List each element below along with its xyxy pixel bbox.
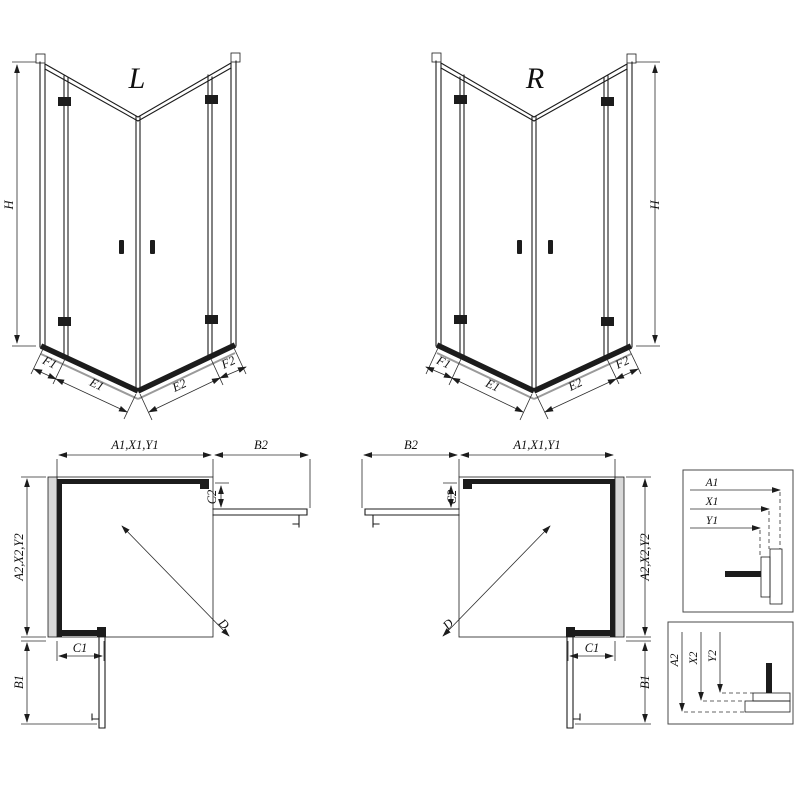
detail-vertical-dims: A2 X2 Y2 bbox=[667, 621, 794, 725]
detail-a2-label: A2 bbox=[669, 653, 681, 667]
wall-profile-inner-section-bottom bbox=[752, 692, 791, 702]
view-3d-left: L H F1 E1 E2 F2 bbox=[2, 53, 246, 420]
plan-left-a1-label: A1,X1,Y1 bbox=[110, 438, 158, 452]
wall-profile-outer-section bbox=[769, 548, 783, 605]
detail-a1-label: A1 bbox=[705, 477, 719, 489]
plan-right-a1-label: A1,X1,Y1 bbox=[512, 438, 560, 452]
plan-left-geometry bbox=[21, 455, 310, 728]
detail-bottom-frame bbox=[667, 621, 794, 725]
plan-left-c2-label: C2 bbox=[205, 490, 219, 505]
plan-left-a2-label: A2,X2,Y2 bbox=[12, 533, 26, 581]
dim-f1-label-right: F2 bbox=[612, 353, 632, 372]
view-3d-right: R H F2 E2 E1 F1 bbox=[426, 53, 662, 420]
plan-left-d-label: D bbox=[215, 615, 232, 632]
dim-h-label-left: H bbox=[2, 200, 16, 211]
dim-f2-label-left: F2 bbox=[218, 353, 237, 372]
plan-view-right: B2 A1,X1,Y1 C2 A2,X2,Y2 C1 B1 D bbox=[362, 438, 652, 728]
detail-x1-label: X1 bbox=[705, 496, 719, 508]
dim-f1-outer-label-right: F1 bbox=[434, 353, 453, 372]
glass-section-vertical bbox=[766, 663, 772, 693]
detail-top-reference-lines bbox=[759, 492, 781, 557]
detail-top-frame bbox=[682, 469, 794, 613]
plan-right-b2-label: B2 bbox=[404, 438, 418, 452]
plan-left-b2-label: B2 bbox=[254, 438, 268, 452]
orientation-label-right: R bbox=[525, 62, 544, 95]
detail-y2-label: Y2 bbox=[707, 650, 719, 662]
detail-y1-label: Y1 bbox=[706, 515, 718, 527]
dim-e2-label-right: E2 bbox=[565, 375, 585, 394]
plan-left-b1-label: B1 bbox=[12, 675, 26, 689]
orientation-label-left: L bbox=[128, 62, 146, 95]
glass-section-horizontal bbox=[725, 571, 761, 577]
plan-left-c1-label: C1 bbox=[73, 641, 88, 655]
plan-right-c1-label: C1 bbox=[585, 641, 600, 655]
detail-horizontal-dims: A1 X1 Y1 bbox=[682, 469, 794, 613]
dim-f1-label-left: F1 bbox=[40, 353, 60, 372]
plan-right-c2-label: C2 bbox=[445, 490, 459, 505]
dim-e1-label-right: E1 bbox=[483, 376, 502, 395]
plan-right-a2-label: A2,X2,Y2 bbox=[638, 533, 652, 581]
dim-e2-label-left: E2 bbox=[169, 376, 188, 395]
wall-profile-inner-section bbox=[760, 556, 771, 598]
plan-right-geometry bbox=[362, 455, 651, 728]
dim-e1-label-left: E1 bbox=[87, 375, 107, 394]
detail-x2-label: X2 bbox=[688, 651, 700, 665]
plan-right-b1-label: B1 bbox=[638, 675, 652, 689]
plan-view-left: A1,X1,Y1 B2 C2 A2,X2,Y2 C1 B1 D bbox=[12, 438, 310, 728]
dim-h-label-right: H bbox=[648, 200, 662, 211]
detail-bottom-reference-lines bbox=[684, 692, 753, 713]
wall-profile-outer-section-bottom bbox=[744, 700, 791, 713]
plan-right-d-label: D bbox=[439, 616, 456, 633]
